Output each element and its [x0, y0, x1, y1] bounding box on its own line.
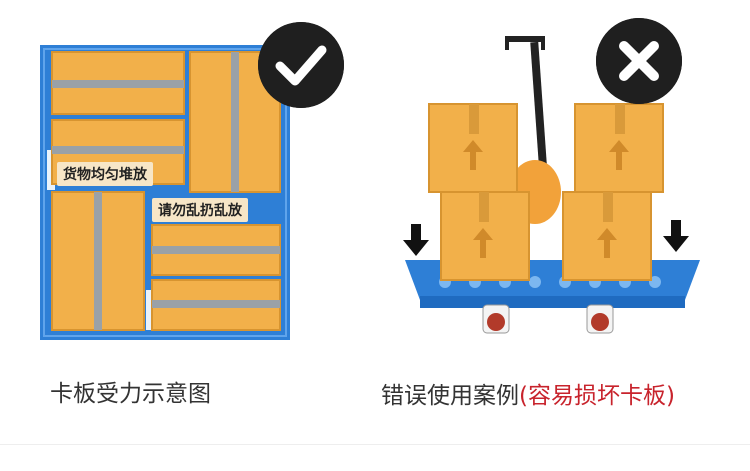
jack-wheel-right — [586, 304, 614, 334]
wrong-usage-panel: 错误使用案例(容易损坏卡板) — [375, 0, 750, 471]
pallet-top-view-illustration — [40, 45, 290, 340]
tag-no-throwing: 请勿乱扔乱放 — [152, 198, 248, 222]
box-right-bottom — [562, 191, 652, 281]
wrong-caption-warning: (容易损坏卡板) — [519, 383, 675, 409]
down-arrow-icon — [403, 224, 429, 256]
box-left-bottom — [440, 191, 530, 281]
box-stack-bottom-right — [151, 224, 281, 331]
box-right-top — [574, 103, 664, 193]
box-left-top — [428, 103, 518, 193]
wrong-caption-main: 错误使用案例 — [381, 383, 519, 409]
correct-usage-panel: 货物均匀堆放 请勿乱扔乱放 卡板受力示意图 — [0, 0, 360, 471]
wrong-caption: 错误使用案例(容易损坏卡板) — [381, 376, 675, 410]
tag-even-stacking: 货物均匀堆放 — [57, 162, 153, 186]
x-mark-icon — [596, 18, 682, 104]
bottom-divider — [0, 444, 750, 445]
pallet-jack-illustration — [403, 36, 700, 334]
jack-wheel-left — [482, 304, 510, 334]
box-stack-bottom-left — [51, 191, 145, 331]
checkmark-icon — [258, 22, 344, 108]
down-arrow-icon — [663, 220, 689, 252]
correct-caption: 卡板受力示意图 — [50, 381, 211, 407]
